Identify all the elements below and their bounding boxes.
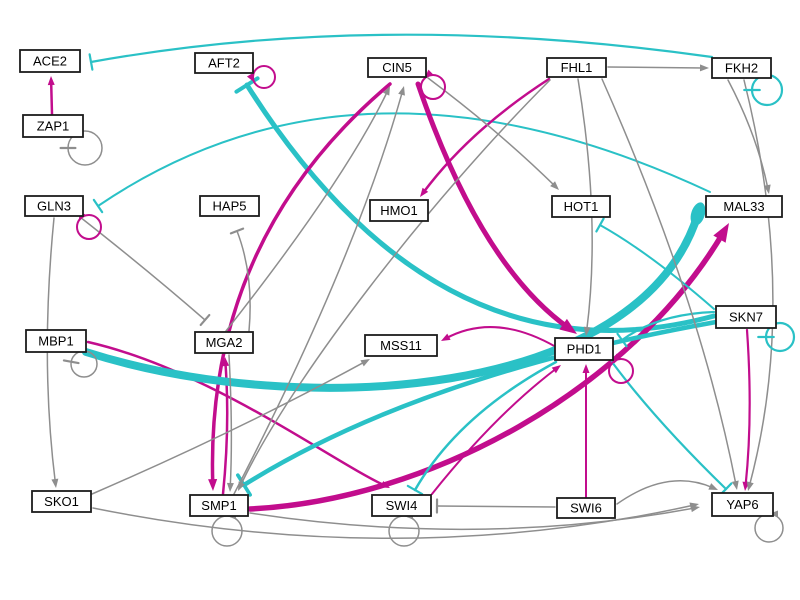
node-SWI4[interactable]: SWI4 [371,494,432,517]
selfloop-FKH2 [743,73,784,107]
node-label-CIN5: CIN5 [382,60,412,75]
node-label-HOT1: HOT1 [564,199,599,214]
node-label-FHL1: FHL1 [561,60,593,75]
edge-GLN3-MGA2 [79,216,211,327]
edge-MBP1-MAL33 [82,202,706,392]
node-label-YAP6: YAP6 [726,497,758,512]
node-label-MBP1: MBP1 [38,334,73,349]
node-label-AFT2: AFT2 [208,56,240,71]
edge-FHL1-SMP1 [238,79,551,491]
node-YAP6[interactable]: YAP6 [711,492,774,517]
node-AFT2[interactable]: AFT2 [194,52,254,74]
edge-FKH2-YAP6 [743,79,774,491]
edge-FHL1-YAP6 [601,78,739,490]
node-FKH2[interactable]: FKH2 [711,57,772,79]
edge-MGA2-CIN5 [225,86,390,332]
edge-PHD1-SWI4 [406,360,558,496]
edge-FKH2-ACE2 [88,33,714,71]
edge-FHL1-FKH2 [607,64,709,72]
node-HOT1[interactable]: HOT1 [551,195,611,218]
edge-SWI4-PHD1 [431,365,561,495]
node-FHL1[interactable]: FHL1 [546,57,607,78]
edge-SKO1-MSS11 [91,359,370,495]
node-PHD1[interactable]: PHD1 [554,337,614,361]
node-label-SKN7: SKN7 [729,310,763,325]
selfloop-ZAP1 [59,130,103,166]
edge-CIN5-SMP1 [208,82,392,491]
node-HMO1[interactable]: HMO1 [369,199,429,222]
node-SKN7[interactable]: SKN7 [715,305,777,329]
node-label-SWI4: SWI4 [386,498,418,513]
edge-ZAP1-ACE2 [47,76,55,116]
edge-SMP1-YAP6 [249,505,700,531]
edge-GLN3-SKO1 [46,217,59,488]
edge-CIN5-PHD1 [415,81,577,334]
edge-SWI6-PHD1 [582,364,590,498]
edge-SKN7-YAP6 [742,328,751,491]
node-MGA2[interactable]: MGA2 [194,331,254,354]
edge-FHL1-HMO1 [420,77,551,197]
node-label-HMO1: HMO1 [380,203,418,218]
node-SKO1[interactable]: SKO1 [31,490,92,513]
edge-SMP1-CIN5 [233,86,405,495]
node-CIN5[interactable]: CIN5 [367,57,427,78]
edge-CIN5-HOT1 [427,77,559,190]
node-SMP1[interactable]: SMP1 [189,494,249,517]
node-label-ACE2: ACE2 [33,54,67,69]
node-HAP5[interactable]: HAP5 [199,195,260,217]
edge-SKN7-HOT1 [595,217,715,310]
node-label-PHD1: PHD1 [567,342,602,357]
node-MSS11[interactable]: MSS11 [364,334,438,357]
edge-SKN7-AFT2 [234,76,717,333]
node-MAL33[interactable]: MAL33 [705,195,783,218]
node-MBP1[interactable]: MBP1 [25,329,87,353]
edge-SWI6-YAP6 [616,480,718,505]
edge-SKN7-SMP1 [236,319,719,497]
edge-MAL33-GLN3 [92,112,711,214]
node-label-SWI6: SWI6 [570,501,602,516]
node-label-GLN3: GLN3 [37,199,71,214]
node-label-SKO1: SKO1 [44,494,79,509]
selfloop-AFT2 [246,65,276,89]
node-label-HAP5: HAP5 [213,199,247,214]
edge-FKH2-MAL33 [727,79,771,194]
node-ZAP1[interactable]: ZAP1 [22,114,84,138]
edge-PHD1-YAP6 [610,360,733,496]
node-ACE2[interactable]: ACE2 [19,49,81,73]
edge-SMP1-MAL33 [247,223,729,512]
node-GLN3[interactable]: GLN3 [24,195,84,217]
edge-SWI6-SWI4 [435,498,556,514]
edge-MGA2-HAP5 [229,227,251,332]
edge-MGA2-SMP1 [226,354,234,492]
node-label-MGA2: MGA2 [206,335,243,350]
edge-PHD1-MSS11 [441,326,557,348]
node-label-SMP1: SMP1 [201,498,236,513]
edge-SMP1-MGA2 [221,357,230,496]
node-SWI6[interactable]: SWI6 [556,497,616,519]
selfloop-PHD1 [608,353,634,384]
node-label-MAL33: MAL33 [723,199,764,214]
node-label-FKH2: FKH2 [725,61,758,76]
selfloop-SKN7 [757,321,796,353]
node-label-ZAP1: ZAP1 [37,119,70,134]
node-label-MSS11: MSS11 [380,338,422,353]
edge-SKN7-PHD1 [616,310,716,348]
